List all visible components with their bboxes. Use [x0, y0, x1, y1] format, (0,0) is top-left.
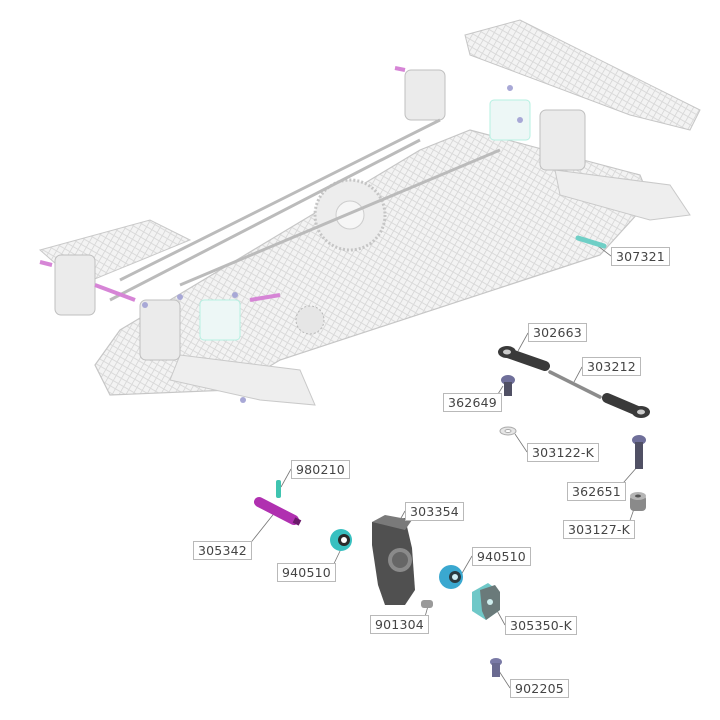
part-362649-screw[interactable]	[501, 375, 515, 396]
label-307321[interactable]: 307321	[611, 247, 670, 266]
part-302663-rod-end-bottom[interactable]	[602, 393, 650, 418]
part-902205-screw[interactable]	[490, 658, 502, 677]
part-305350-K-hex[interactable]	[472, 583, 500, 620]
part-980210-pin[interactable]	[276, 480, 281, 498]
label-303122-K[interactable]: 303122-K	[527, 443, 600, 462]
label-980210[interactable]: 980210	[291, 460, 350, 479]
part-307321-pin[interactable]	[575, 235, 607, 249]
label-305342[interactable]: 305342	[193, 541, 252, 560]
part-303122-K-shim[interactable]	[499, 426, 517, 436]
front-hub	[54, 254, 241, 361]
part-303212-turnbuckle[interactable]	[548, 370, 602, 399]
part-305342-axle[interactable]	[254, 497, 302, 526]
label-303127-K[interactable]: 303127-K	[563, 520, 636, 539]
part-362651-screw[interactable]	[632, 435, 646, 469]
label-303212[interactable]: 303212	[582, 357, 641, 376]
spur-gear	[313, 178, 387, 252]
magenta-axles	[39, 66, 406, 302]
rear-arm	[554, 169, 691, 221]
part-302663-rod-end-top[interactable]	[498, 346, 550, 371]
label-940510-left[interactable]: 940510	[277, 563, 336, 582]
label-940510-right[interactable]: 940510	[472, 547, 531, 566]
part-901304-setscrew[interactable]	[421, 600, 433, 608]
pinion-gear	[295, 305, 325, 335]
label-303354[interactable]: 303354	[405, 502, 464, 521]
label-902205[interactable]: 902205	[510, 679, 569, 698]
label-362651[interactable]: 362651	[567, 482, 626, 501]
front-arm	[169, 354, 316, 406]
rear-hub	[404, 69, 586, 171]
rear-top-deck	[464, 19, 701, 131]
steering-links	[109, 118, 501, 302]
chassis-assembly	[38, 19, 701, 406]
part-303354-rear-hub[interactable]	[372, 515, 415, 605]
part-940510-bearing-right[interactable]	[439, 565, 463, 589]
label-362649[interactable]: 362649	[443, 393, 502, 412]
ball-studs	[142, 85, 523, 403]
label-901304[interactable]: 901304	[370, 615, 429, 634]
part-940510-bearing-left[interactable]	[330, 529, 352, 551]
label-305350-K[interactable]: 305350-K	[505, 616, 578, 635]
label-302663[interactable]: 302663	[528, 323, 587, 342]
part-303127-K-nut[interactable]	[630, 492, 646, 511]
